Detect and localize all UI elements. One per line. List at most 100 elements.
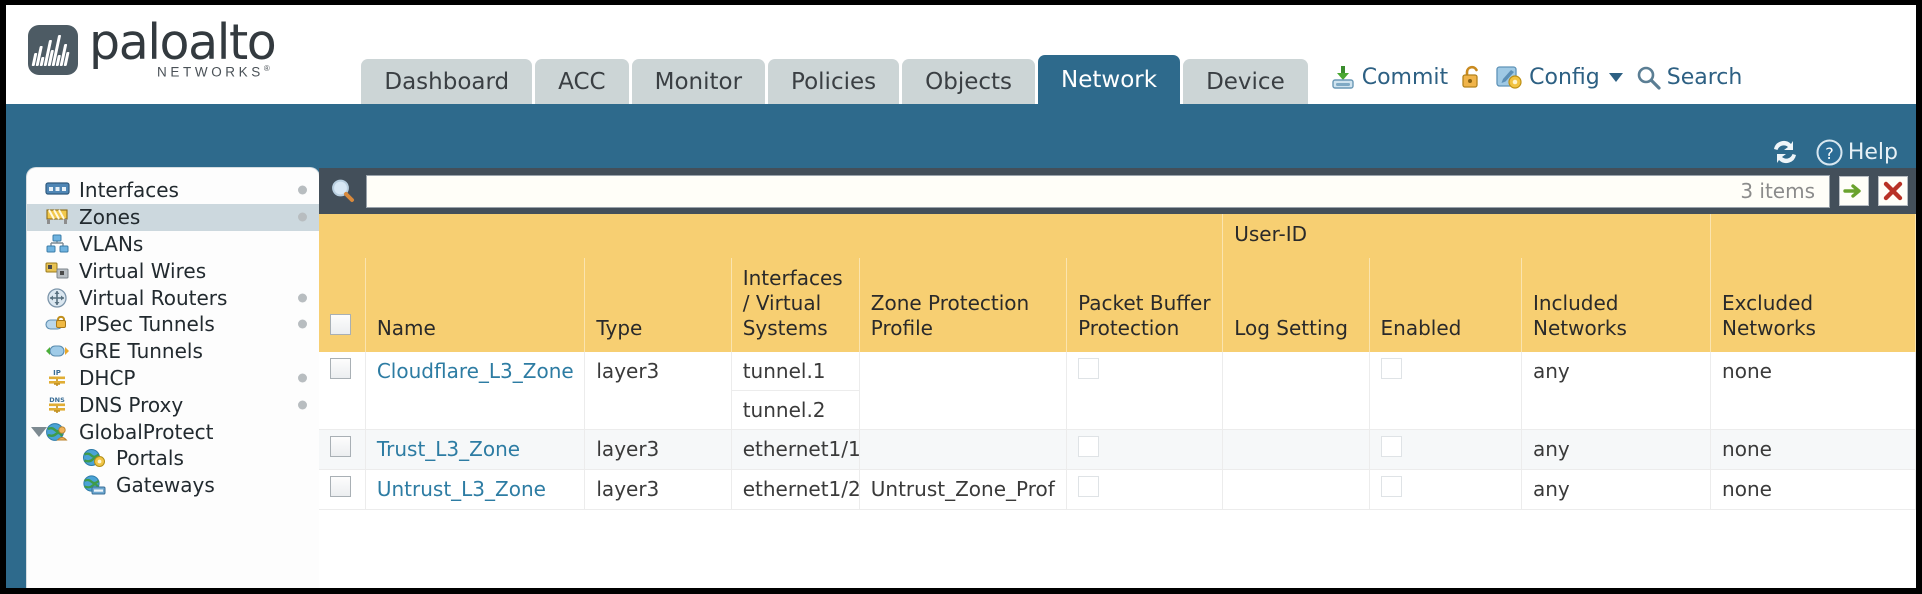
status-dot <box>298 400 307 410</box>
help-button[interactable]: ? Help <box>1816 139 1898 166</box>
group-header-spacer-right <box>1710 214 1916 258</box>
row-select-cell <box>319 469 366 510</box>
tab-acc[interactable]: ACC <box>535 58 629 104</box>
userid-enabled-checkbox[interactable] <box>1380 436 1402 457</box>
zone-name-link[interactable]: Untrust_L3_Zone <box>376 477 546 501</box>
search-field-wrapper[interactable]: 3 items <box>366 174 1830 208</box>
userid-enabled-checkbox[interactable] <box>1380 358 1402 379</box>
select-all-header <box>319 258 366 352</box>
sidebar-item-interfaces[interactable]: Interfaces <box>27 177 319 204</box>
sidebar-item-dhcp[interactable]: IP DHCP <box>27 365 319 392</box>
apply-filter-button[interactable] <box>1839 176 1869 206</box>
search-button[interactable]: Search <box>1636 65 1742 90</box>
row-checkbox[interactable] <box>330 358 351 379</box>
ipsec-tunnels-icon <box>45 314 72 334</box>
cell-packet-buffer-protection <box>1066 429 1224 470</box>
help-label: Help <box>1847 139 1898 165</box>
tab-monitor[interactable]: Monitor <box>631 58 766 104</box>
tab-objects[interactable]: Objects <box>902 58 1036 104</box>
status-dot <box>298 185 307 195</box>
brand-sub: NETWORKS® <box>157 64 274 80</box>
column-header-zone-protection-profile[interactable]: Zone Protection Profile <box>859 258 1068 352</box>
tab-dashboard[interactable]: Dashboard <box>361 58 533 104</box>
sidebar-item-label: Virtual Routers <box>79 285 228 310</box>
zone-name-link[interactable]: Trust_L3_Zone <box>376 437 521 461</box>
sidebar-item-label: GRE Tunnels <box>79 339 203 364</box>
chevron-down-icon <box>1608 72 1623 82</box>
sidebar-item-virtual-routers[interactable]: Virtual Routers <box>27 284 319 311</box>
paloalto-logo-mark <box>28 25 78 75</box>
table-row[interactable]: Untrust_L3_Zone layer3 ethernet1/2 Untru… <box>319 469 1916 510</box>
sidebar-item-vlans[interactable]: VLANs <box>27 231 319 258</box>
status-dot <box>298 212 307 222</box>
lock-icon <box>1461 64 1483 90</box>
cell-included-networks: any <box>1521 469 1712 510</box>
zones-icon <box>45 207 72 227</box>
cell-userid-enabled <box>1369 352 1522 430</box>
config-icon <box>1496 64 1523 90</box>
column-header-type[interactable]: Type <box>584 258 732 352</box>
sidebar-item-globalprotect[interactable]: GlobalProtect <box>27 418 319 445</box>
interface-entry: tunnel.2 <box>742 398 826 422</box>
cell-log-setting <box>1222 469 1370 510</box>
select-all-checkbox[interactable] <box>330 314 351 335</box>
search-input[interactable] <box>377 180 1741 202</box>
table-row[interactable]: Cloudflare_L3_Zone layer3 tunnel.1 tunne… <box>319 352 1916 430</box>
config-button[interactable]: Config <box>1496 64 1623 90</box>
packet-buffer-protection-checkbox[interactable] <box>1078 358 1100 379</box>
cell-packet-buffer-protection <box>1066 352 1224 430</box>
sidebar-item-label: Zones <box>79 205 141 230</box>
refresh-icon[interactable] <box>1770 138 1800 166</box>
search-icon[interactable] <box>329 177 357 205</box>
filter-bar: 3 items <box>319 168 1916 214</box>
interfaces-icon <box>45 180 72 200</box>
sidebar-item-ipsec-tunnels[interactable]: IPSec Tunnels <box>27 311 319 338</box>
column-header-name[interactable]: Name <box>365 258 586 352</box>
zone-name-link[interactable]: Cloudflare_L3_Zone <box>376 359 574 383</box>
tab-policies[interactable]: Policies <box>768 58 900 104</box>
chevron-down-icon[interactable] <box>31 426 47 437</box>
column-header-log-setting[interactable]: Log Setting <box>1222 258 1370 352</box>
cell-userid-enabled <box>1369 429 1522 470</box>
clear-filter-button[interactable] <box>1878 176 1908 206</box>
cell-zone-protection-profile <box>859 352 1068 430</box>
commit-label: Commit <box>1361 64 1449 90</box>
sidebar-item-label: VLANs <box>79 231 144 256</box>
sidebar-item-gre-tunnels[interactable]: GRE Tunnels <box>27 338 319 365</box>
items-count: 3 items <box>1740 179 1815 203</box>
sidebar-item-zones[interactable]: Zones <box>27 203 319 231</box>
commit-button[interactable]: Commit <box>1330 64 1448 90</box>
top-actions: Commit <box>1330 64 1742 90</box>
status-dot <box>298 373 307 383</box>
row-checkbox[interactable] <box>330 476 351 497</box>
column-header-interfaces[interactable]: Interfaces / Virtual Systems <box>731 258 860 352</box>
svg-text:?: ? <box>1825 144 1834 163</box>
table-row[interactable]: Trust_L3_Zone layer3 ethernet1/1 <box>319 429 1916 470</box>
lock-button[interactable] <box>1461 64 1483 90</box>
sidebar-item-portals[interactable]: Portals <box>27 445 319 472</box>
cell-name: Untrust_L3_Zone <box>365 469 586 510</box>
sidebar-item-dns-proxy[interactable]: DNS DNS Proxy <box>27 391 319 418</box>
cell-included-networks: any <box>1521 352 1712 430</box>
tab-network[interactable]: Network <box>1038 54 1181 104</box>
sidebar-item-label: DHCP <box>79 365 136 390</box>
column-header-userid-enabled[interactable]: Enabled <box>1369 258 1522 352</box>
sidebar-item-virtual-wires[interactable]: Virtual Wires <box>27 257 319 284</box>
row-checkbox[interactable] <box>330 436 351 457</box>
portals-icon <box>82 448 109 468</box>
gre-tunnels-icon <box>45 341 72 361</box>
column-header-packet-buffer-protection[interactable]: Packet Buffer Protection <box>1066 258 1224 352</box>
cell-interfaces: tunnel.1 tunnel.2 <box>731 352 860 430</box>
status-dot <box>298 293 307 303</box>
packet-buffer-protection-checkbox[interactable] <box>1078 436 1100 457</box>
content-panel: 3 items <box>319 168 1916 588</box>
userid-enabled-checkbox[interactable] <box>1380 476 1402 497</box>
sidebar-item-gateways[interactable]: Gateways <box>27 472 319 499</box>
packet-buffer-protection-checkbox[interactable] <box>1078 476 1100 497</box>
cell-log-setting <box>1222 352 1370 430</box>
column-header-included-networks[interactable]: Included Networks <box>1521 258 1712 352</box>
tab-device[interactable]: Device <box>1183 58 1308 104</box>
column-header-excluded-networks[interactable]: Excluded Networks <box>1710 258 1916 352</box>
svg-text:DNS: DNS <box>49 396 65 404</box>
cell-zone-protection-profile <box>859 429 1068 470</box>
